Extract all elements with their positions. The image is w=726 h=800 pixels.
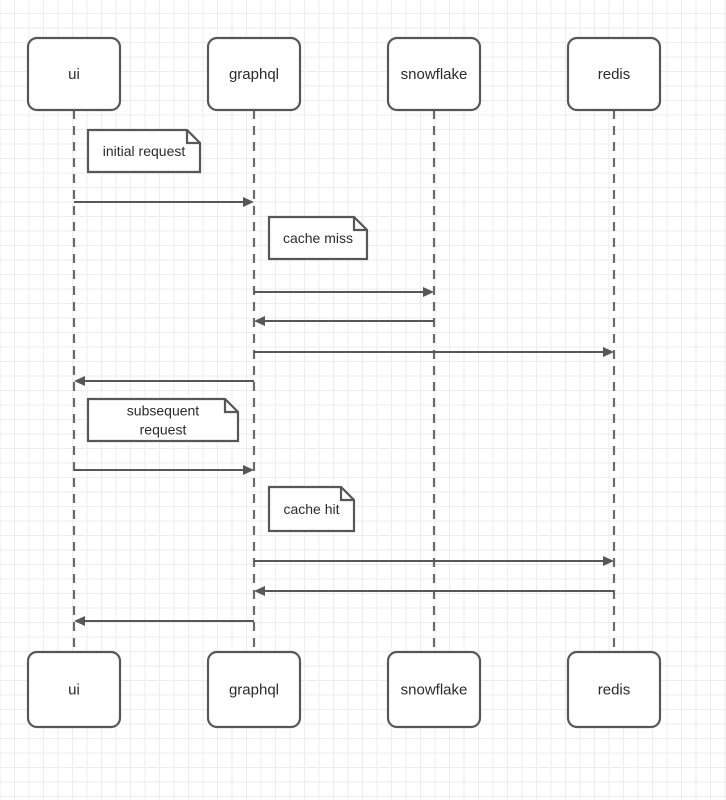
note-cache-hit[interactable]: cache hit <box>267 485 356 533</box>
participant-label-snowflake: snowflake <box>401 66 468 83</box>
note-fold-corner-icon <box>185 130 200 145</box>
note-body <box>267 215 369 261</box>
arrow-head-icon <box>243 197 254 207</box>
message-msg-7[interactable] <box>254 556 614 566</box>
arrow-head-icon <box>423 287 434 297</box>
note-initial-request[interactable]: initial request <box>86 128 202 174</box>
arrow-head-icon <box>254 316 265 326</box>
arrow-head-icon <box>243 465 254 475</box>
note-subsequent-request[interactable]: subsequent request <box>86 397 240 443</box>
note-fold-corner-icon <box>352 217 367 232</box>
message-msg-1[interactable] <box>74 197 254 207</box>
participant-label-graphql: graphql <box>229 681 279 698</box>
participant-box-graphql[interactable] <box>206 650 302 729</box>
participant-bottom-redis[interactable]: redis <box>566 650 662 729</box>
note-body <box>267 485 356 533</box>
note-label: subsequent <box>127 403 200 419</box>
message-msg-8[interactable] <box>254 586 614 596</box>
participant-label-ui: ui <box>68 66 80 83</box>
participant-box-graphql[interactable] <box>206 36 302 112</box>
notes-layer: initial request cache miss subsequent reque… <box>86 128 369 533</box>
message-msg-3[interactable] <box>254 316 434 326</box>
participant-boxes-layer: ui ui graphql graphql snowflake snowflake redi… <box>26 36 662 729</box>
note-cache-miss[interactable]: cache miss <box>267 215 369 261</box>
arrow-head-icon <box>254 586 265 596</box>
participant-box-redis[interactable] <box>566 36 662 112</box>
participant-bottom-graphql[interactable]: graphql <box>206 650 302 729</box>
arrow-head-icon <box>603 556 614 566</box>
participant-top-redis[interactable]: redis <box>566 36 662 112</box>
participant-box-ui[interactable] <box>26 36 122 112</box>
note-fold-corner-icon <box>223 399 238 414</box>
message-msg-4[interactable] <box>254 347 614 357</box>
note-body <box>86 128 202 174</box>
participant-label-redis: redis <box>598 66 631 83</box>
participant-top-graphql[interactable]: graphql <box>206 36 302 112</box>
message-msg-2[interactable] <box>254 287 434 297</box>
participant-bottom-ui[interactable]: ui <box>26 650 122 729</box>
participant-box-snowflake[interactable] <box>386 36 482 112</box>
note-label: initial request <box>103 143 186 159</box>
participant-label-ui: ui <box>68 681 80 698</box>
note-label: cache hit <box>283 501 339 517</box>
arrow-head-icon <box>603 347 614 357</box>
note-fold-corner-icon <box>339 487 354 502</box>
note-body <box>86 397 240 443</box>
participant-top-ui[interactable]: ui <box>26 36 122 112</box>
message-msg-6[interactable] <box>74 465 254 475</box>
note-label: request <box>140 422 187 438</box>
message-msg-9[interactable] <box>74 616 254 626</box>
arrow-head-icon <box>74 376 85 386</box>
participant-box-redis[interactable] <box>566 650 662 729</box>
participant-top-snowflake[interactable]: snowflake <box>386 36 482 112</box>
arrow-head-icon <box>74 616 85 626</box>
participant-box-ui[interactable] <box>26 650 122 729</box>
participant-label-redis: redis <box>598 681 631 698</box>
message-msg-5[interactable] <box>74 376 254 386</box>
note-label: cache miss <box>283 230 353 246</box>
participant-bottom-snowflake[interactable]: snowflake <box>386 650 482 729</box>
messages-layer <box>74 197 614 626</box>
participant-label-graphql: graphql <box>229 66 279 83</box>
participant-label-snowflake: snowflake <box>401 681 468 698</box>
participant-box-snowflake[interactable] <box>386 650 482 729</box>
